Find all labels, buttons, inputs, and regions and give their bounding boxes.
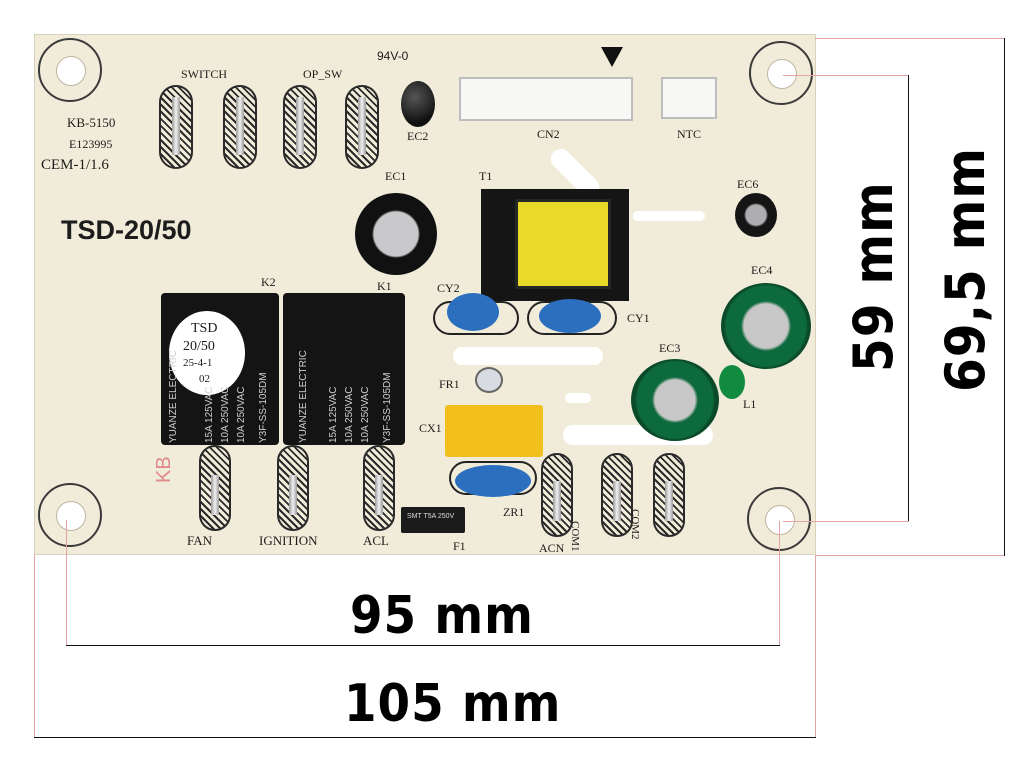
relay-k2-rating2: 10A 250VAC [220,386,231,443]
label-ec4: EC4 [751,263,773,277]
capacitor-cx1 [445,405,543,457]
label-ec2: EC2 [407,129,429,143]
label-k2: K2 [261,275,276,289]
label-f1: F1 [453,539,466,553]
label-com1: COM1 [569,521,581,552]
sticker-line4: 02 [199,373,210,385]
capacitor-cy1 [539,299,601,333]
label-l1: L1 [743,397,757,411]
relay-k2-rating1: 15A 125VAC [204,386,215,443]
relay-k2-rating3: 10A 250VAC [236,386,247,443]
relay-k1-rating2: 10A 250VAC [344,386,355,443]
label-acn: ACN [539,541,565,555]
varistor-zr1 [455,465,531,497]
relay-k2-brand: YUANZE ELECTRIC [168,350,179,443]
resistor-fr1 [475,367,503,393]
label-cy2: CY2 [437,281,460,295]
board-code: KB-5150 [67,115,116,130]
relay-k1 [283,293,405,445]
capacitor-ec2 [401,81,435,127]
label-op-sw: OP_SW [303,67,343,81]
kb-stamp: KB [153,456,175,483]
connector-cn2 [459,77,633,121]
label-fan: FAN [187,533,213,548]
mounting-hole-bottom-left [38,483,102,547]
board-model: TSD-20/50 [61,215,192,245]
relay-k1-model: Y3F-SS-105DM [382,372,393,443]
label-cx1: CX1 [419,421,442,435]
connector-pin1-arrow-icon [601,47,623,67]
dimension-width-outer: 105 mm [344,674,562,734]
label-ignition: IGNITION [259,533,318,548]
label-fr1: FR1 [439,377,460,391]
inductor-l1 [719,365,745,399]
label-ec3: EC3 [659,341,681,355]
label-k1: K1 [377,279,392,293]
mounting-hole-top-left [38,38,102,102]
label-ec1: EC1 [385,169,407,183]
relay-k2-model: Y3F-SS-105DM [258,372,269,443]
label-ec6: EC6 [737,177,759,191]
relay-sticker [169,311,245,395]
dimension-width-inner: 95 mm [350,586,534,646]
label-ntc: NTC [677,127,701,141]
capacitor-cy2 [447,293,499,331]
capacitor-ec6 [735,193,777,237]
label-cn2: CN2 [537,127,560,141]
capacitor-ec3 [631,359,719,441]
relay-k1-brand: YUANZE ELECTRIC [298,350,309,443]
pcb-board: KB-5150 E123995 CEM-1/1.6 TSD-20/50 SWIT… [34,34,816,555]
fuse-text: SMT T5A 250V [407,513,455,520]
sticker-line3: 25-4-1 [183,357,213,369]
fuse-f1 [401,507,465,533]
dimension-line-95 [66,645,780,646]
dimension-line-59 [908,75,909,521]
label-t1: T1 [479,169,493,183]
label-acl: ACL [363,533,389,548]
sticker-line2: 20/50 [183,339,215,354]
mounting-hole-top-right [749,41,813,105]
sticker-line1: TSD [191,321,218,336]
label-zr1: ZR1 [503,505,525,519]
capacitor-ec4 [721,283,811,369]
label-switch: SWITCH [181,67,227,81]
relay-k1-rating3: 10A 250VAC [360,386,371,443]
dimension-line-105 [34,737,816,738]
board-material: CEM-1/1.6 [41,157,109,173]
ul-rating: 94V-0 [377,49,409,63]
dimension-height-outer: 69,5 mm [934,146,997,392]
dimension-height-inner: 59 mm [842,181,905,372]
label-cy1: CY1 [627,311,650,325]
relay-k1-rating1: 15A 125VAC [328,386,339,443]
dimension-line-69-5 [1004,38,1005,556]
label-com2: COM2 [629,509,641,540]
connector-ntc [661,77,717,119]
board-cert: E123995 [69,137,113,151]
capacitor-ec1 [355,193,437,275]
